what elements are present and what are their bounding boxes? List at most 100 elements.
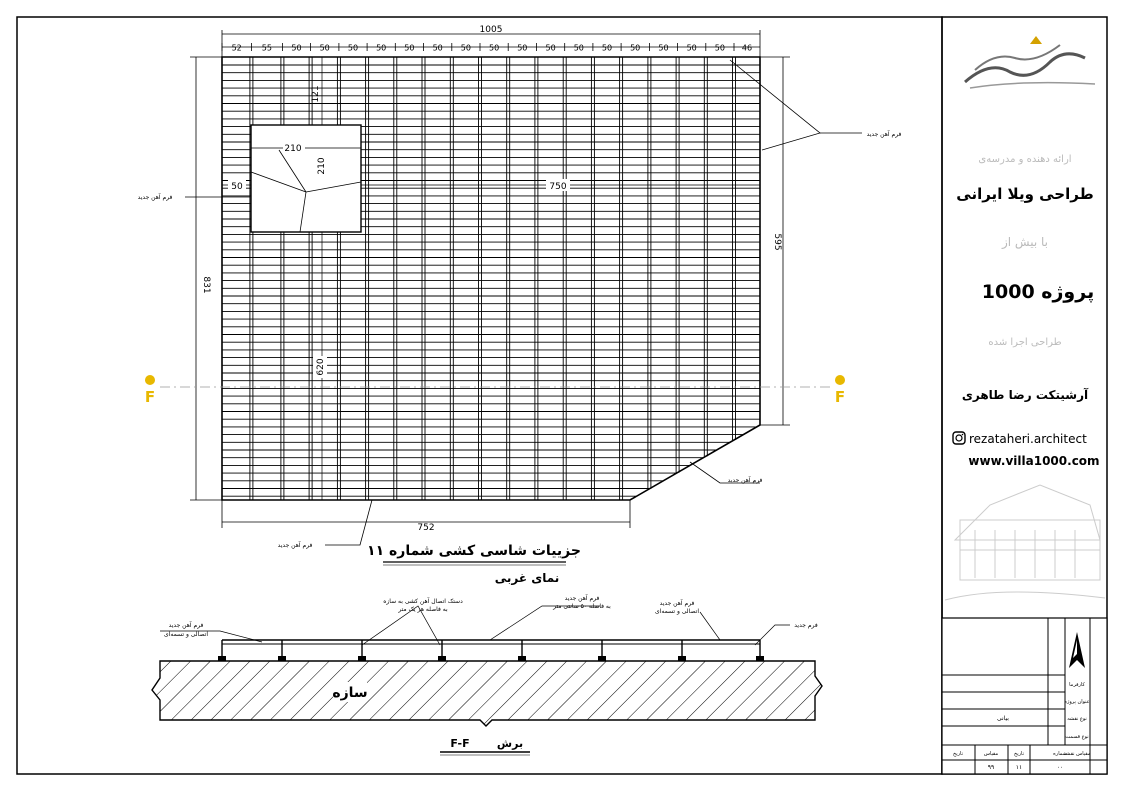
detail-subtitle: نمای غربی	[495, 571, 560, 585]
label-frame-bottom-left: فرم آهن جدید	[278, 540, 313, 549]
branding-panel: ارائه دهنده و مدرسه‌ی طراحی ویلا ایرانی …	[944, 36, 1106, 601]
tb-row-5: مقیاس نقشه	[1064, 751, 1091, 757]
section-ff: سازه فرم آهن جدید اتصالی و تسمه‌ای دستک …	[151, 593, 823, 727]
section-marker-right-icon	[835, 375, 845, 385]
post-base-plate	[358, 656, 366, 661]
section-code: F-F	[450, 737, 469, 750]
vertical-rafters	[249, 57, 736, 500]
brand-instagram[interactable]: rezataheri.architect	[969, 432, 1087, 446]
tb-bottom-label-3: تاریخ	[1014, 751, 1025, 757]
brand-line4: طراحی اجرا شده	[988, 337, 1061, 348]
plan-outline	[221, 56, 761, 501]
section-marker-right: F	[835, 388, 845, 406]
logo-calligraphy-icon	[964, 36, 1096, 89]
leader-labels: فرم آهن جدید فرم آهن جدید فرم آهن جدید ف…	[138, 59, 902, 549]
label-frame-left: فرم آهن جدید	[138, 192, 173, 201]
dim-bottom-width: 752	[417, 523, 434, 533]
roof-opening	[250, 124, 362, 233]
instagram-icon	[952, 431, 966, 445]
post-base-plate	[218, 656, 226, 661]
note-mid-2: به فاصله هر یک متر	[397, 606, 448, 613]
brand-line2: طراحی ویلا ایرانی	[956, 185, 1093, 203]
tb-bottom-value-1: ۹۹	[988, 764, 994, 771]
dim-segment: 50	[630, 44, 640, 53]
dim-210-h: 210	[284, 144, 301, 154]
structure-label: سازه	[332, 685, 367, 701]
dim-segment: 50	[348, 44, 358, 53]
post-base-plate	[518, 656, 526, 661]
brand-architect: آرشیتکت رضا طاهری	[962, 387, 1089, 402]
tb-value-row3: بیانی	[997, 715, 1009, 722]
note-right-1: فرم آهن جدید	[660, 598, 695, 607]
dim-121: 121	[311, 85, 321, 102]
bottom-dimensions: 752	[221, 500, 631, 533]
dim-segment: 50	[715, 44, 725, 53]
post-base-plate	[438, 656, 446, 661]
note-far-right: فرم جدید	[794, 622, 818, 629]
section-posts	[218, 640, 764, 661]
tb-bottom-label-2: مقیاس	[984, 751, 999, 757]
post-base-plate	[756, 656, 764, 661]
dim-620: 620	[316, 358, 326, 375]
dim-segment: 50	[320, 44, 330, 53]
dim-segment: 50	[546, 44, 556, 53]
brand-line3: با بیش از	[1001, 235, 1048, 250]
post-base-plate	[598, 656, 606, 661]
note-mid2-2: به فاصله ۵۰ سانتی متر	[552, 603, 611, 610]
dim-right-height: 595	[772, 233, 782, 250]
tb-bottom-label-1: تاریخ	[953, 751, 964, 757]
tb-row-3: نوع نقشه	[1067, 716, 1087, 722]
dim-segment: 50	[658, 44, 668, 53]
note-mid-1: دستک اتصال آهن کشی به سازه	[383, 596, 463, 605]
detail-title: جزییات شاسی کشی شماره ۱۱	[367, 543, 581, 559]
tb-row-1: کارفرما	[1069, 682, 1085, 688]
dim-210-v: 210	[317, 157, 327, 174]
dim-left-height: 831	[201, 276, 211, 293]
dim-segment: 50	[291, 44, 301, 53]
dim-segment: 55	[262, 44, 272, 53]
tb-bottom-value-2: ۱۱	[1016, 764, 1022, 771]
brand-count: 1000 پروژه	[982, 281, 1094, 303]
section-label: برش	[497, 737, 523, 750]
tb-row-4: نوع قسمت	[1065, 734, 1088, 740]
post-base-plate	[678, 656, 686, 661]
label-frame-bottom-right: فرم آهن جدید	[728, 475, 763, 484]
dim-segment: 50	[574, 44, 584, 53]
dim-50: 50	[231, 182, 243, 192]
roof-frame-plan	[221, 56, 761, 501]
section-caption: برش F-F	[440, 737, 530, 756]
section-marker-left: F	[145, 388, 155, 406]
dim-total-width: 1005	[480, 25, 503, 35]
dim-segment: 50	[517, 44, 527, 53]
dim-segment: 52	[232, 44, 242, 53]
dim-segment: 50	[461, 44, 471, 53]
dim-segment: 50	[687, 44, 697, 53]
inner-dimensions: 121 210 210 50 750 620	[222, 57, 760, 500]
structure-slab	[151, 660, 823, 727]
north-arrow-icon	[1069, 632, 1085, 668]
title-block: کارفرما عنوان پروژه نوع نقشه نوع قسمت مق…	[941, 617, 1108, 775]
tb-row-2: عنوان پروژه	[1064, 699, 1089, 705]
note-left-2: اتصالی و تسمه‌ای	[164, 631, 208, 638]
dim-750: 750	[549, 182, 566, 192]
note-right-2: اتصالی و تسمه‌ای	[655, 608, 699, 615]
tb-bottom-value-3: ۰۰	[1057, 764, 1063, 771]
dim-segment: 50	[489, 44, 499, 53]
dim-segment: 50	[376, 44, 386, 53]
note-left-1: فرم آهن جدید	[169, 620, 204, 629]
post-base-plate	[278, 656, 286, 661]
brand-line1: ارائه دهنده و مدرسه‌ی	[978, 154, 1071, 165]
dim-segment: 46	[742, 44, 752, 53]
right-dimensions: 595	[760, 56, 790, 426]
brand-website[interactable]: www.villa1000.com	[968, 454, 1099, 468]
left-dimensions: 831	[190, 56, 222, 501]
villa-sketch-icon	[944, 484, 1106, 601]
section-cut-line: F F	[145, 375, 845, 406]
note-mid2-1: فرم آهن جدید	[565, 593, 600, 602]
tb-bottom-label-4: شماره	[1053, 751, 1067, 757]
dim-segment: 50	[404, 44, 414, 53]
dim-segment: 50	[602, 44, 612, 53]
